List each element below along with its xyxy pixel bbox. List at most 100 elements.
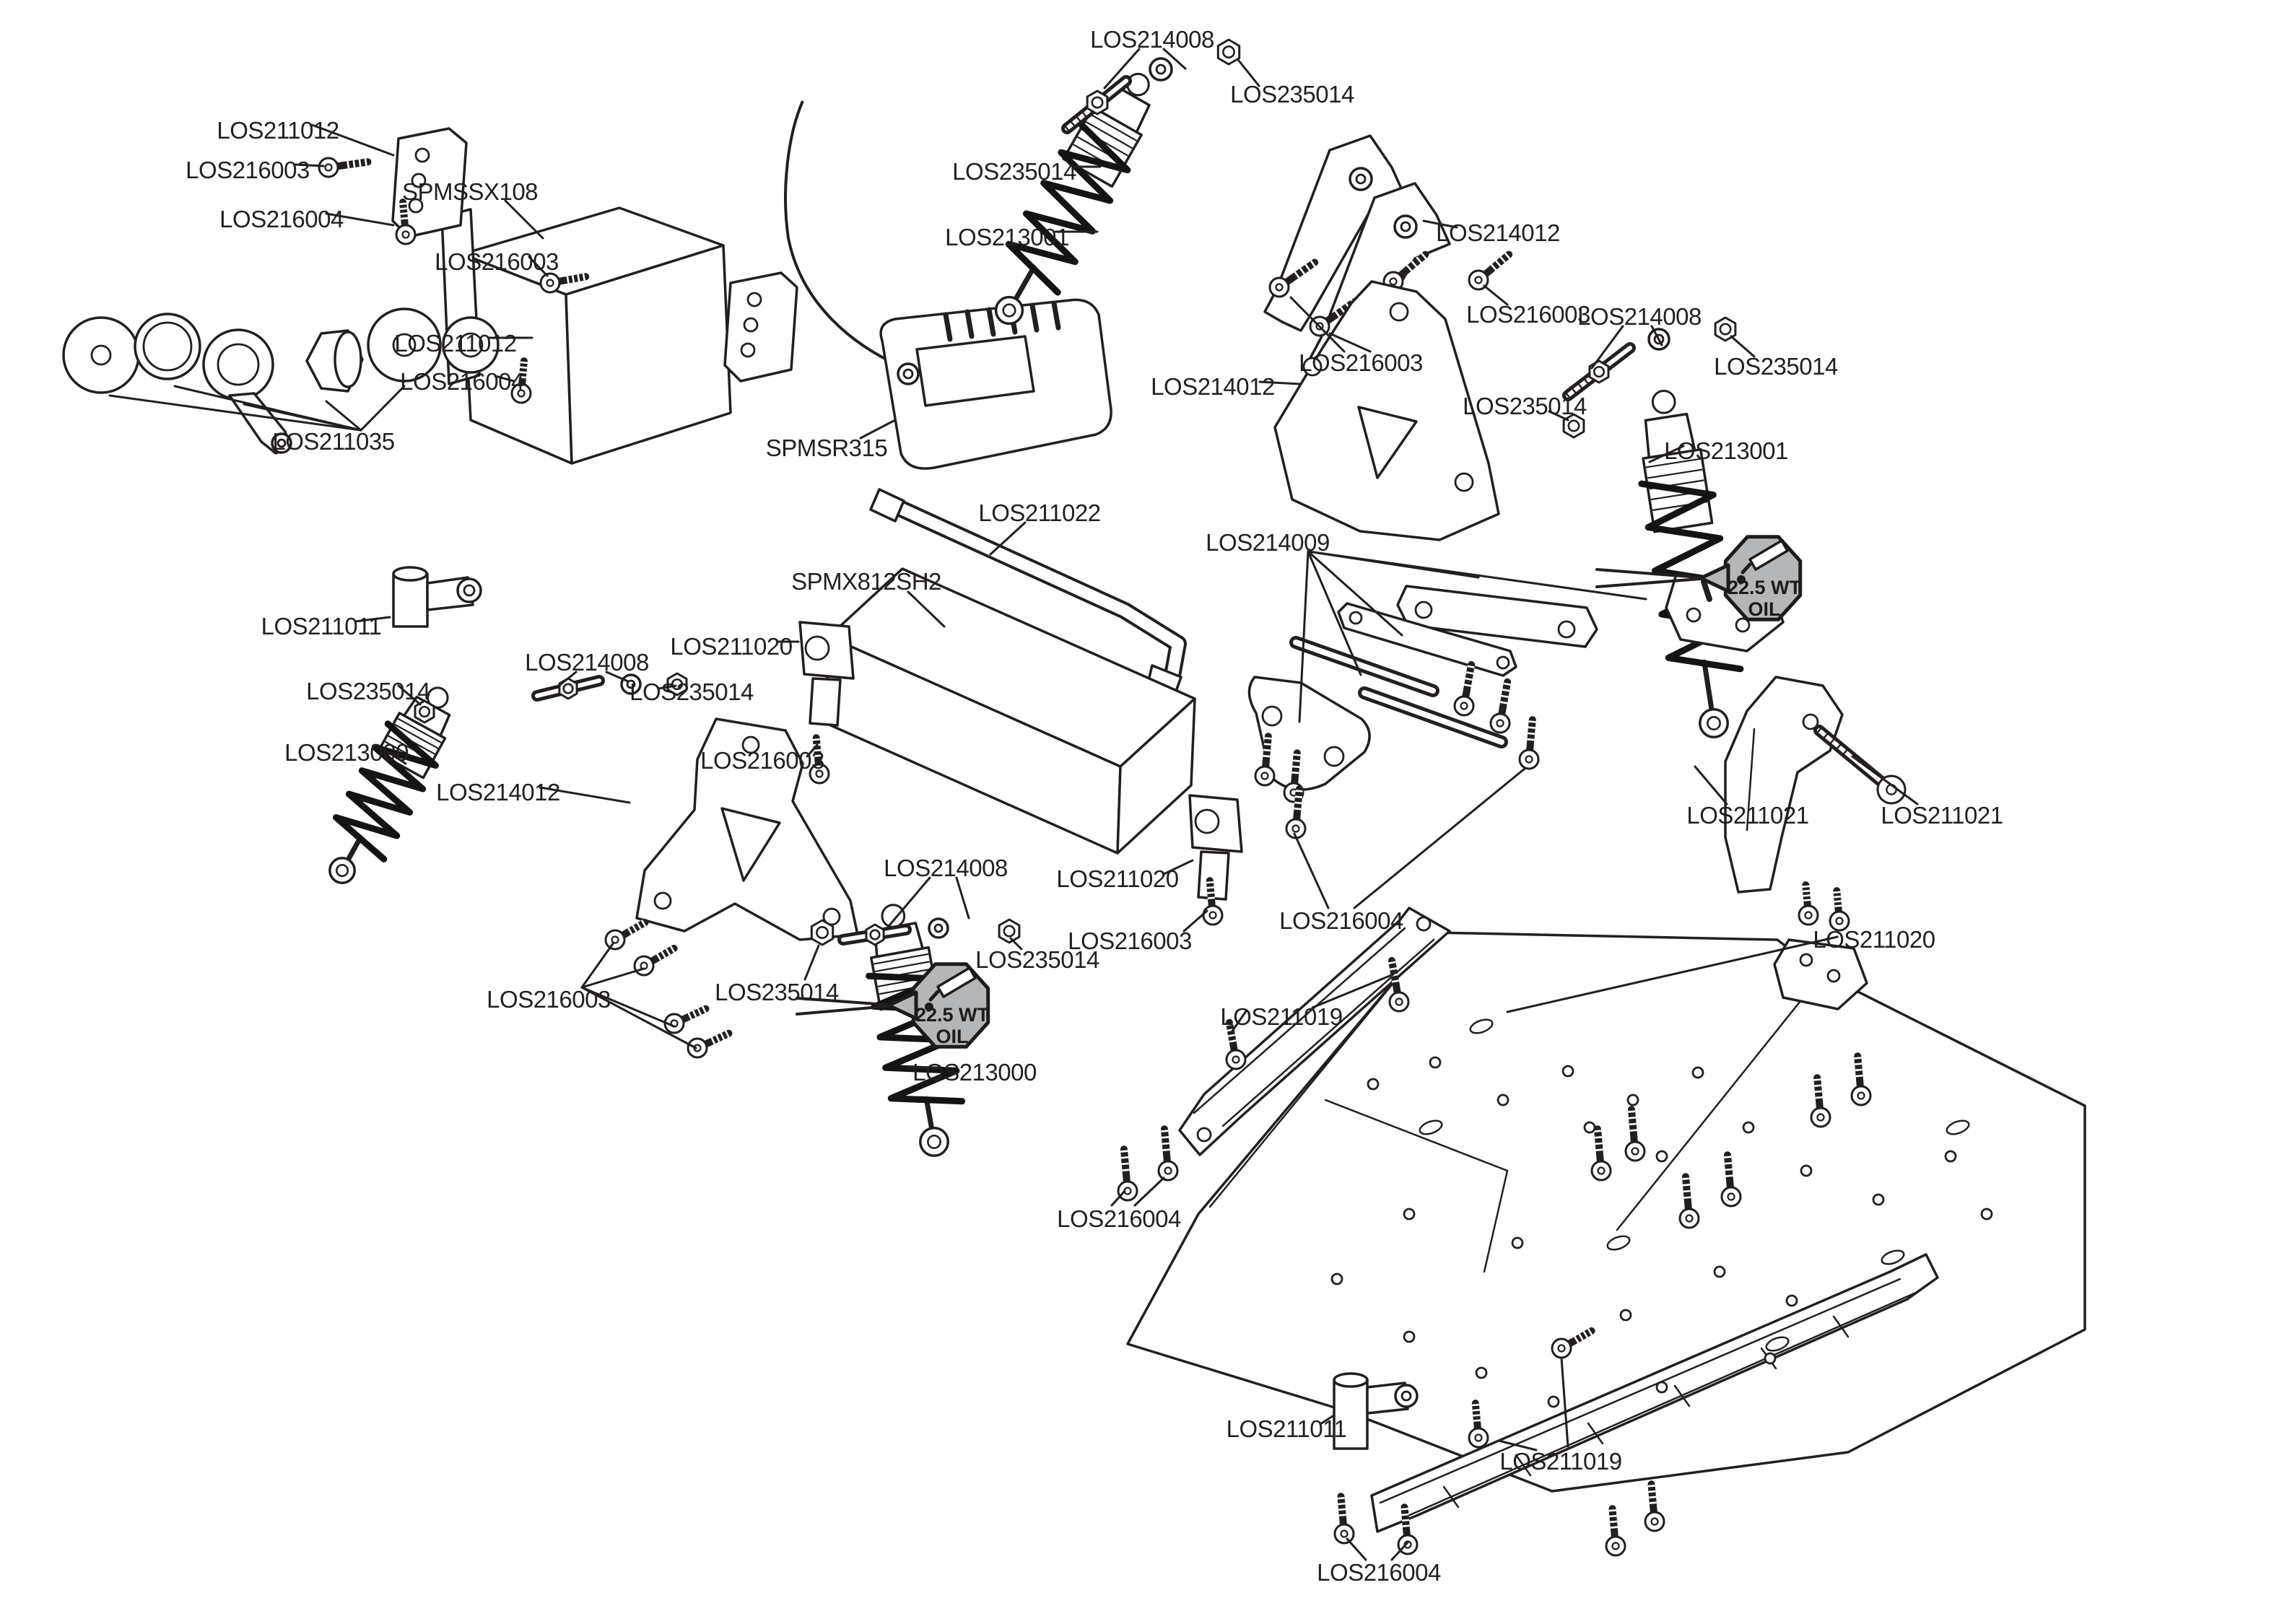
badge-pointer-line <box>796 997 899 1007</box>
hinge-pin <box>1358 686 1508 748</box>
bushing <box>1149 57 1173 82</box>
receiver-pins <box>943 300 1061 342</box>
screw <box>1605 1505 1626 1557</box>
screw <box>318 157 372 178</box>
leader-line <box>1353 767 1526 909</box>
leader-line <box>1293 832 1330 909</box>
leader-line <box>539 786 631 804</box>
part-label: LOS216003 <box>1466 301 1590 328</box>
screw <box>1624 1106 1646 1162</box>
badge-arrow-tab <box>886 990 918 1021</box>
oil-tube-icon <box>1748 539 1789 571</box>
locknut <box>1216 38 1241 66</box>
part-label: LOS216004 <box>219 206 344 232</box>
leader-line <box>1497 1439 1538 1451</box>
leader-line <box>1162 859 1194 876</box>
standoff-hex <box>865 923 885 946</box>
screw <box>1388 956 1410 1013</box>
servo-horn-arm-eye <box>271 432 292 454</box>
badge-oil-label: OIL <box>1748 598 1781 620</box>
badge-octagon <box>1723 535 1803 621</box>
screw <box>1285 785 1307 839</box>
receiver-grommet <box>897 362 920 385</box>
link-plate <box>1396 585 1598 648</box>
body-mount-screw-head <box>1876 774 1907 805</box>
leader-line <box>1230 1010 1247 1034</box>
post-top <box>392 566 428 582</box>
servo-output <box>442 316 500 374</box>
screw <box>1382 250 1429 292</box>
leader-line <box>605 671 630 683</box>
pivot-holes <box>1261 705 1345 767</box>
guard-ribs <box>1442 1315 1850 1509</box>
locknut <box>414 699 435 724</box>
part-label: LOS214008 <box>884 855 1008 881</box>
screw <box>633 945 678 977</box>
part-label: LOS235014 <box>1230 81 1354 108</box>
leader-line <box>354 616 391 623</box>
leader-line <box>580 986 676 1028</box>
part-label: LOS235014 <box>715 979 839 1005</box>
rocker-pivot <box>1393 214 1418 239</box>
leader-line <box>108 394 362 432</box>
leader-line <box>989 521 1027 556</box>
part-label: SPMX812SH2 <box>791 568 941 595</box>
guard-channel <box>1379 1278 1901 1504</box>
tower-cutout <box>1357 406 1418 479</box>
oil-drop-icon <box>925 1003 933 1011</box>
standoff-hex <box>558 677 578 700</box>
body-mount-screw-shaft <box>1813 725 1891 791</box>
screw <box>604 919 649 951</box>
front-shock-tower <box>635 717 859 941</box>
guard-channel <box>1221 938 1435 1127</box>
guard-holes <box>1196 916 1432 1143</box>
screw <box>1202 877 1224 926</box>
tower-cutout <box>720 807 781 882</box>
battery-clamp-post <box>1197 850 1230 901</box>
standoff-hex <box>1588 359 1610 384</box>
part-label: LOS214012 <box>1151 373 1275 400</box>
chassis-holes <box>1330 1056 1993 1408</box>
part-label: LOS213000 <box>284 739 409 766</box>
part-label: LOS216003 <box>1068 927 1192 954</box>
antenna-wire <box>784 100 909 371</box>
leader-line <box>580 967 645 989</box>
servo <box>461 206 732 465</box>
standoff-hex <box>1086 90 1109 115</box>
plate-holes <box>1686 607 1751 633</box>
part-label: SPMSSX108 <box>402 178 538 205</box>
leader-line <box>803 944 820 981</box>
screw <box>1644 1480 1665 1532</box>
leader-line <box>907 590 946 628</box>
leader-line <box>294 163 325 167</box>
screw <box>1590 1125 1612 1182</box>
part-label: SPMSR315 <box>766 435 887 461</box>
screw <box>1810 1074 1831 1128</box>
part-label: LOS211021 <box>1686 802 1808 829</box>
leader-line <box>1009 937 1023 951</box>
leader-line <box>1133 1176 1165 1207</box>
screw <box>1468 1400 1489 1449</box>
part-label: LOS211012 <box>394 330 516 357</box>
leader-line <box>1648 445 1685 463</box>
badge-pointer-line <box>1595 568 1711 580</box>
side-guard <box>1178 907 1451 1156</box>
leader-line <box>1560 1357 1569 1448</box>
screw <box>1268 258 1319 298</box>
shock-front <box>994 72 1151 326</box>
leader-line <box>580 941 615 989</box>
post-eye <box>1394 1384 1419 1408</box>
receiver <box>879 298 1112 470</box>
hinge-pin <box>1289 636 1439 697</box>
leader-line <box>1258 380 1301 385</box>
part-label: LOS216003 <box>1299 349 1423 376</box>
servo-mount-block <box>723 271 798 383</box>
screw <box>1829 887 1850 932</box>
leader-line <box>325 400 362 432</box>
screw <box>1551 1327 1595 1359</box>
oil-drop-icon <box>1737 575 1746 584</box>
leader-line <box>806 743 819 758</box>
battery-clamp-post <box>809 677 842 727</box>
leader-line <box>1590 325 1624 370</box>
